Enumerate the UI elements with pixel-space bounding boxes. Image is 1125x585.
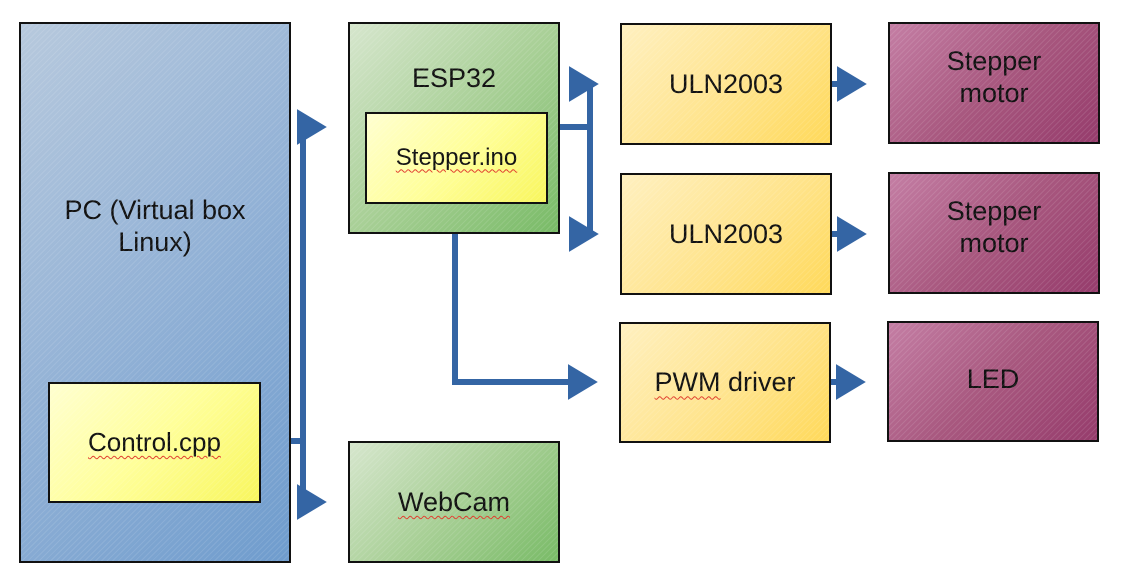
- uln2003-label-2: ULN2003: [668, 218, 784, 249]
- pwm-driver-label: PWM driver: [654, 367, 796, 398]
- pc-label: PC (Virtual box Linux): [64, 195, 246, 258]
- esp32-label: ESP32: [411, 63, 497, 93]
- webcam-node[interactable]: WebCam: [348, 441, 560, 563]
- stepper-ino-node[interactable]: Stepper.ino: [365, 112, 548, 204]
- edge-stepper-ino-to-uln2003-1: [548, 66, 599, 130]
- stepper-motor-label-2: Stepper motor: [946, 195, 1042, 258]
- control-cpp-node[interactable]: Control.cpp: [48, 382, 261, 503]
- uln2003-node-2[interactable]: ULN2003: [620, 173, 832, 295]
- uln2003-label-1: ULN2003: [668, 68, 784, 99]
- edge-control-to-webcam: [296, 441, 327, 520]
- stepper-ino-label: Stepper.ino: [395, 143, 518, 171]
- pwm-driver-node[interactable]: PWM driver: [619, 322, 831, 443]
- control-cpp-label: Control.cpp: [88, 426, 221, 457]
- stepper-motor-node-1[interactable]: Stepper motor: [888, 22, 1100, 144]
- led-node[interactable]: LED: [887, 321, 1099, 442]
- stepper-motor-node-2[interactable]: Stepper motor: [888, 172, 1100, 294]
- led-label: LED: [966, 364, 1020, 395]
- webcam-label: WebCam: [397, 486, 511, 517]
- stepper-motor-label-1: Stepper motor: [946, 45, 1042, 108]
- edge-stepper-ino-to-uln2003-2: [568, 127, 599, 252]
- edge-esp32-to-pwm-driver: [452, 234, 598, 400]
- uln2003-node-1[interactable]: ULN2003: [620, 23, 832, 145]
